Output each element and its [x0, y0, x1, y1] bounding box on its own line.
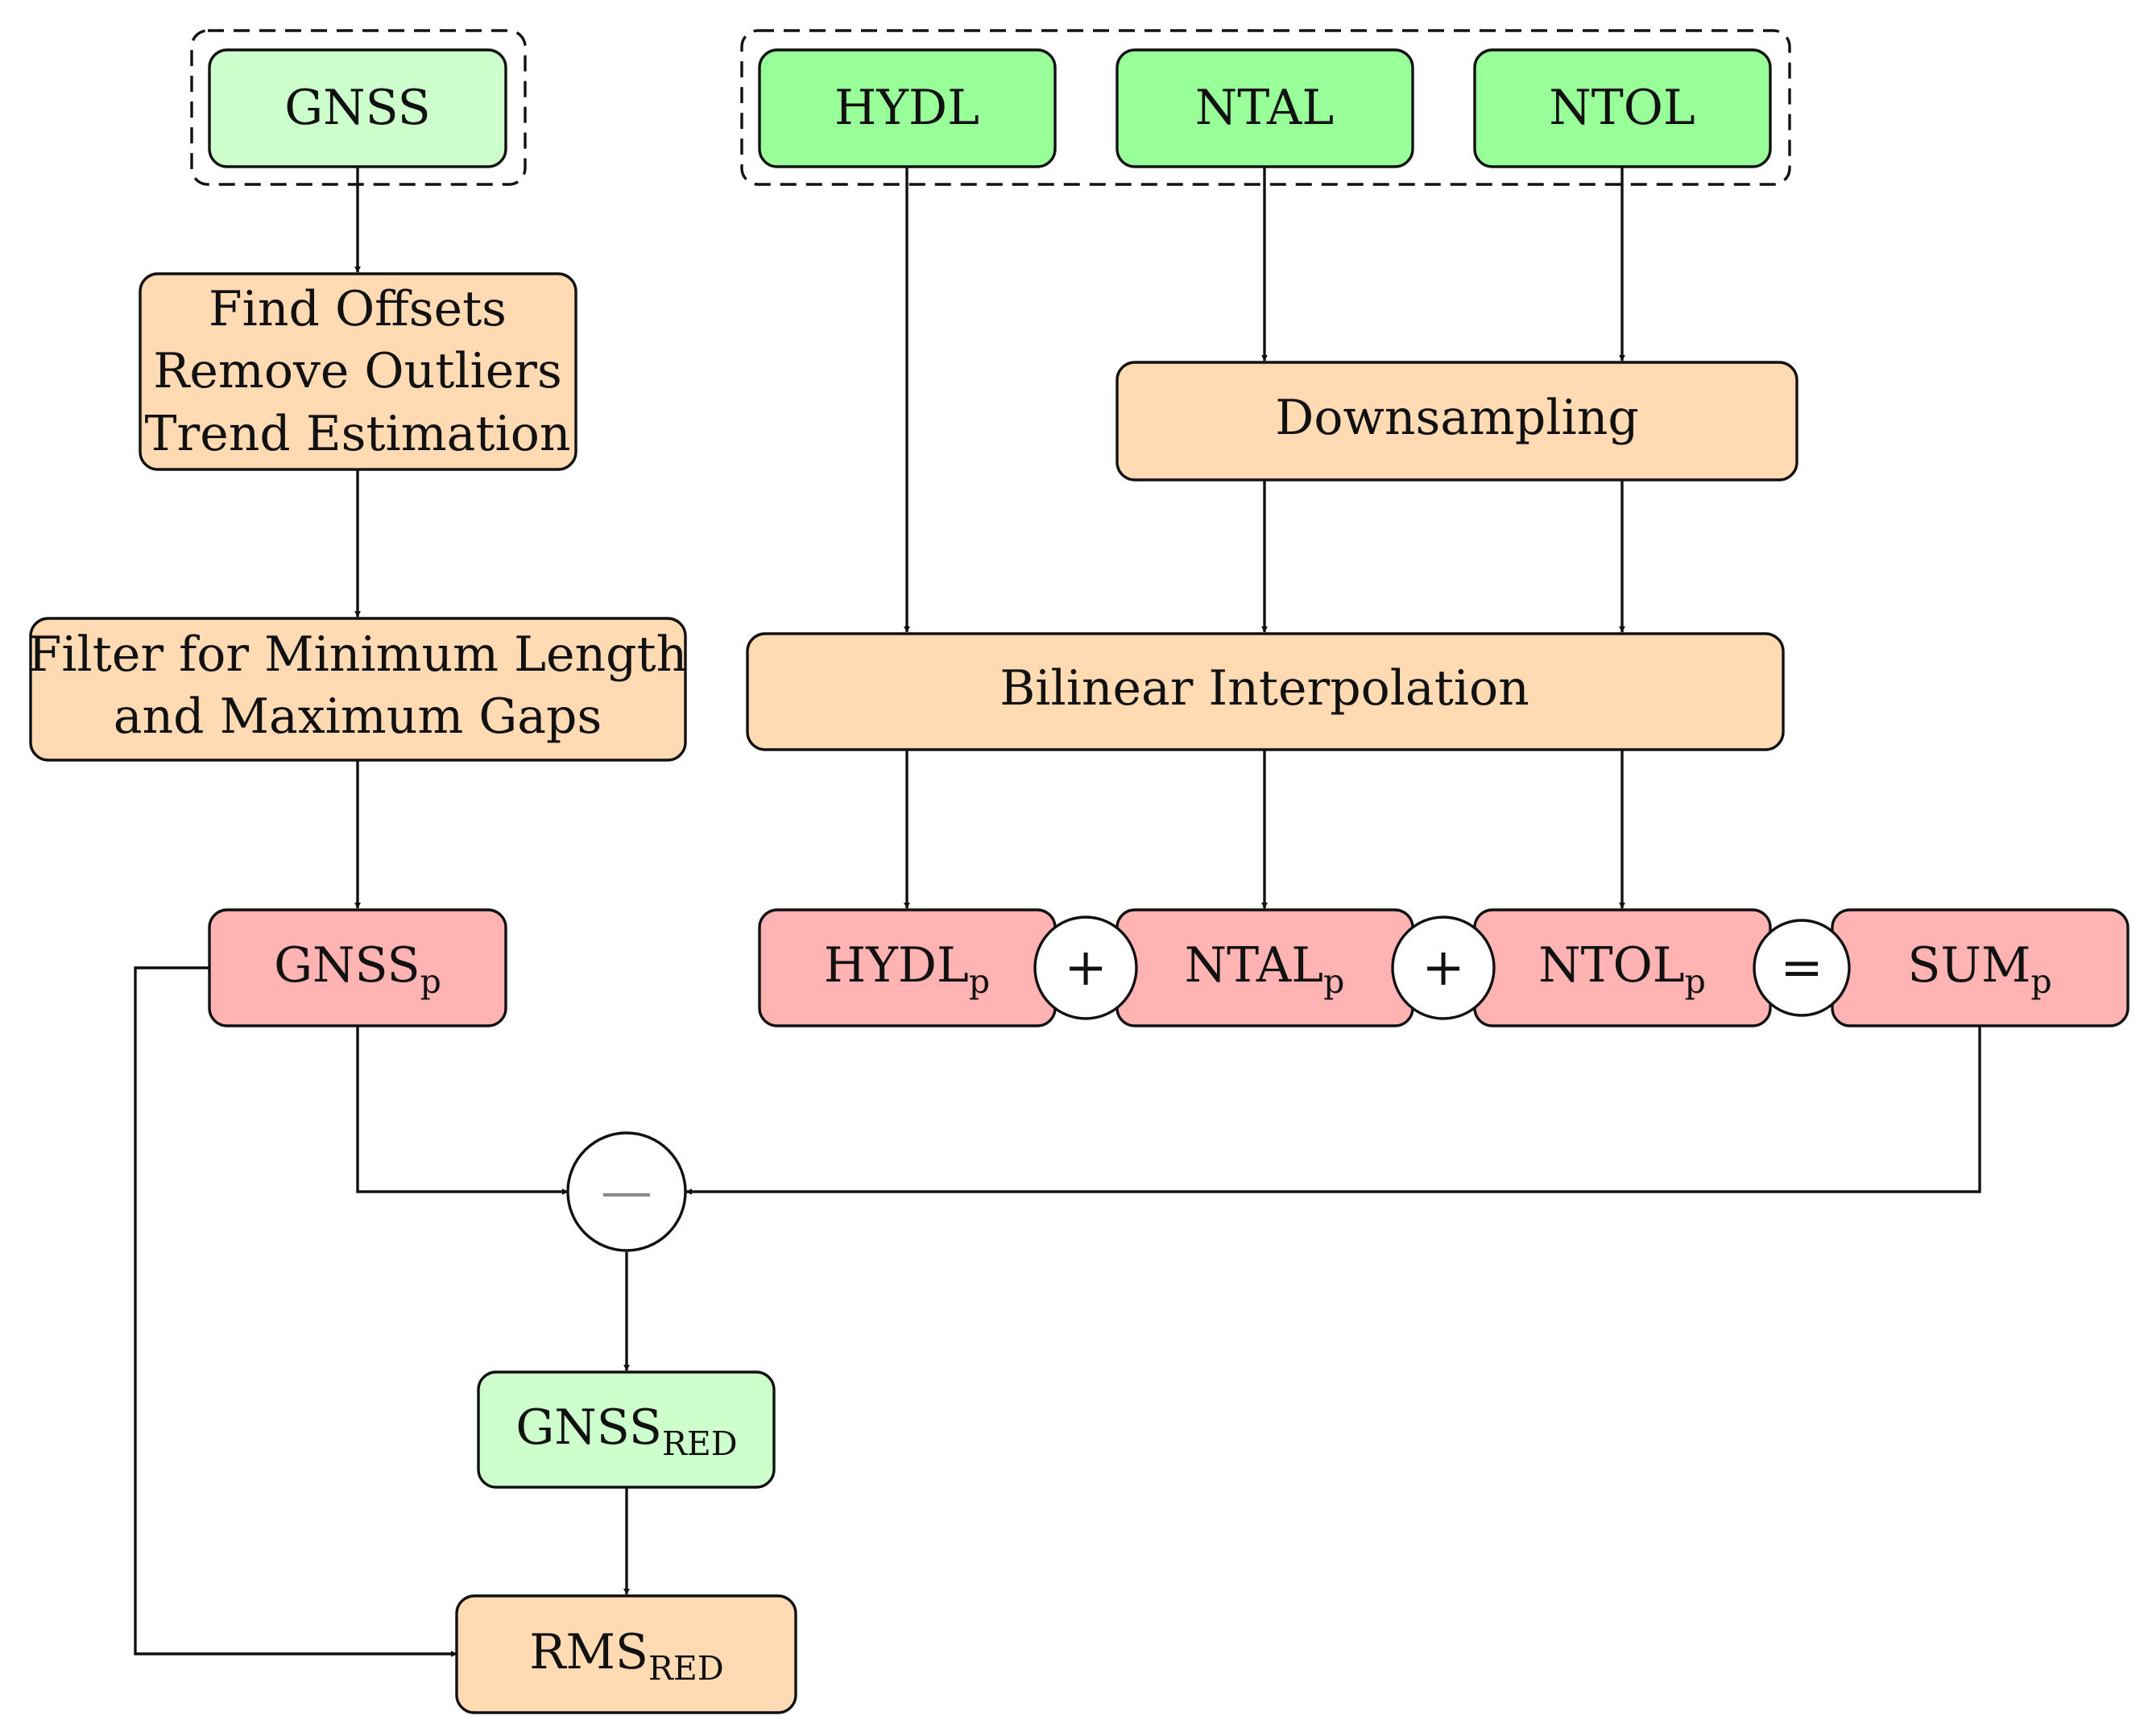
node-preprocess: Find Offsets Remove Outliers Trend Estim…: [139, 272, 577, 471]
operator-minus-circle: [566, 1131, 687, 1252]
node-bilinear-label: Bilinear Interpolation: [1000, 660, 1529, 717]
edge-sum-p-to-minus: [685, 1026, 1981, 1195]
edge-gnss-p-to-minus: [356, 1026, 569, 1195]
node-gnss-label: GNSS: [284, 80, 431, 136]
operator-plus-1-symbol: +: [1064, 938, 1107, 998]
node-downsampling-label: Downsampling: [1275, 390, 1639, 446]
node-filter-line-2: and Maximum Gaps: [114, 688, 602, 745]
node-hydl-p-label: HYDLp: [824, 937, 990, 1001]
operator-equals: =: [1753, 919, 1851, 1017]
node-ntol-p: NTOLp: [1473, 908, 1772, 1027]
node-downsampling-box: [1115, 361, 1798, 482]
node-gnss-box: [208, 48, 507, 168]
node-bilinear-box: [746, 632, 1785, 751]
node-sum-p-label: SUMp: [1907, 937, 2051, 1001]
operator-plus-2-symbol: +: [1422, 938, 1465, 998]
node-hydl-label: HYDL: [834, 80, 979, 136]
node-preprocess-line-1: Find Offsets: [209, 281, 507, 337]
edge-gnss-p-to-rms-red: [134, 966, 457, 1657]
operator-equals-symbol: =: [1780, 938, 1823, 998]
node-downsampling: Downsampling: [1115, 361, 1798, 482]
node-sum-p: SUMp: [1831, 908, 2130, 1027]
node-gnss-red-label: GNSSRED: [515, 1399, 737, 1463]
node-gnss-red-box: [477, 1370, 776, 1489]
node-ntal-p-label: NTALp: [1185, 937, 1345, 1001]
node-ntal: NTAL: [1115, 48, 1414, 168]
node-ntol-p-label: NTOLp: [1538, 937, 1706, 1001]
operator-minus: —: [566, 1131, 687, 1252]
node-preprocess-box: [139, 272, 577, 471]
node-filter: Filter for Minimum Length and Maximum Ga…: [28, 617, 688, 762]
node-ntal-p: NTALp: [1115, 908, 1414, 1027]
node-rms-red-box: [455, 1594, 797, 1714]
node-gnss-p-box: [208, 908, 507, 1027]
node-gnss-p: GNSSp: [208, 908, 507, 1027]
node-filter-box: [29, 617, 687, 762]
edges: [134, 167, 1981, 1657]
node-rms-red: RMSRED: [455, 1594, 797, 1714]
node-ntal-label: NTAL: [1195, 80, 1334, 136]
node-gnss-p-label: GNSSp: [274, 937, 441, 1001]
node-hydl: HYDL: [758, 48, 1057, 168]
operator-plus-1: +: [1033, 916, 1138, 1020]
operator-minus-symbol: —: [601, 1162, 652, 1221]
node-preprocess-line-3: Trend Estimation: [145, 406, 571, 462]
node-hydl-box: [758, 48, 1057, 168]
node-ntal-box: [1115, 48, 1414, 168]
operator-plus-2: +: [1391, 916, 1496, 1020]
node-preprocess-line-2: Remove Outliers: [153, 343, 561, 399]
node-gnss: GNSS: [208, 48, 507, 168]
operator-equals-circle: [1753, 919, 1851, 1017]
operator-plus-2-circle: [1391, 916, 1496, 1020]
operator-plus-1-circle: [1033, 916, 1138, 1020]
node-filter-line-1: Filter for Minimum Length: [28, 626, 688, 683]
node-gnss-red: GNSSRED: [477, 1370, 776, 1489]
node-ntol-box: [1473, 48, 1772, 168]
node-ntol-label: NTOL: [1549, 80, 1695, 136]
node-rms-red-label: RMSRED: [529, 1624, 723, 1688]
node-bilinear: Bilinear Interpolation: [746, 632, 1785, 751]
node-ntol: NTOL: [1473, 48, 1772, 168]
node-hydl-p: HYDLp: [758, 908, 1057, 1027]
